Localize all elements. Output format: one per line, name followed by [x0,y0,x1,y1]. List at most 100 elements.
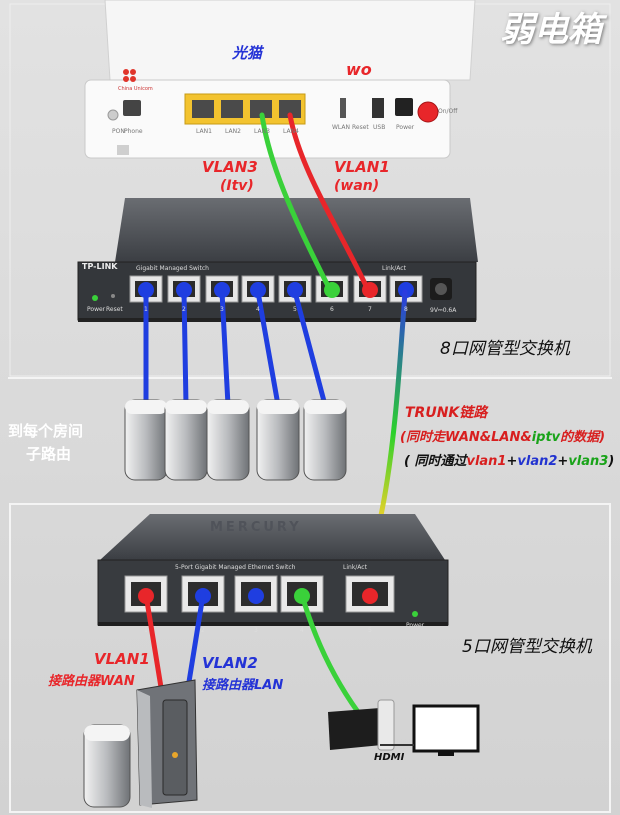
lan3-label: LAN3 [254,128,270,135]
vlan3-label: VLAN3 [202,158,258,176]
modem-brand: China Unicom [118,86,153,92]
modem-lan1-port[interactable] [192,100,214,118]
iptv-box [328,699,395,751]
trunk-line3: ( 同时通过vlan1+vlan2+vlan3) [404,450,614,469]
trunk-amp2: & [520,430,532,445]
switch8-port-number: 2 [182,306,186,313]
switch8-port-number: 3 [220,306,224,313]
tv [412,704,480,756]
switch5-port-number: 1 [144,627,148,634]
cable-vlan3-green [259,112,333,293]
trunk-amp1: & [479,430,492,445]
section-divider [8,377,612,379]
modem-lan2-port[interactable] [221,100,243,118]
switch5-port-number: 2 [201,627,205,634]
switch5-brand: MERCURY [210,520,302,535]
wlan-label: WLAN [332,124,351,131]
vlan1-wan-label: (wan) [334,178,380,194]
room-routers [124,399,347,481]
phone-label: Phone [124,128,143,135]
modem-lan4-port[interactable] [279,100,301,118]
onoff-label: On/Off [438,108,458,115]
switch8-port-number: 4 [256,306,260,313]
modem-logo: wo [346,60,372,79]
usb-port[interactable] [372,98,384,118]
trunk-wan: WAN [444,430,480,445]
switch8-port-number: 5 [293,306,297,313]
trunk-line2-post: 的数据) [560,430,606,445]
mesh-node [83,724,131,808]
switch8-brand: TP-LINK [82,262,118,271]
room-router-3 [206,399,250,481]
remote-control [377,699,395,751]
rooms-line1: 到每个房间 [8,422,84,440]
bottom-frame [9,503,611,813]
trunk-line3-post: ) [608,454,615,469]
trunk-iptv: iptv [531,430,561,445]
lan4-label: LAN4 [283,128,299,135]
switch5-caption: 5口网管型交换机 [462,637,592,657]
room-router-4 [256,399,300,481]
reset-label: Reset [352,124,369,131]
vlan1-label: VLAN1 [334,158,390,176]
switch8-power-label: Power [87,306,106,313]
power-button[interactable] [417,101,439,123]
modem-lan3-port[interactable] [250,100,272,118]
room-router-2 [164,399,208,481]
switch8-port-number: 1 [144,306,148,313]
switch5-port-number: 5 [368,627,372,634]
room-router-1 [124,399,168,481]
switch5-linkact: Link/Act [343,564,367,571]
pon-label: PON [112,128,125,135]
trunk-line2-pre: (同时走 [400,430,445,445]
room-router-5 [303,399,347,481]
switch5-port-3[interactable] [234,575,278,613]
bottom-vlan1-sub: 接路由器WAN [48,674,135,689]
phone-port[interactable] [123,100,141,116]
lan2-label: LAN2 [225,128,241,135]
switch8-model: Gigabit Managed Switch [136,265,209,272]
trunk-title: TRUNK链路 [405,405,488,421]
switch8-reset-label: Reset [106,306,123,313]
trunk-plus1: + [506,454,518,469]
trunk-plus2: + [557,454,569,469]
modem-title: 光猫 [232,44,263,62]
usb-label: USB [373,124,386,131]
bottom-vlan2-sub: 接路由器LAN [202,678,284,693]
trunk-line3-pre: ( 同时通过 [404,454,467,469]
switch8-dc-label: 9V⎓0.6A [430,307,457,314]
switch5-model: 5-Port Gigabit Managed Ethernet Switch [175,564,296,571]
optical-modem [84,0,476,159]
cables-to-rooms [143,289,328,408]
power-jack[interactable] [395,98,413,116]
switch8-port-number: 7 [368,306,372,313]
switch8-port-4[interactable] [241,275,275,303]
switch-5-ports [124,575,395,613]
main-router [136,679,198,808]
trunk-vlan3: vlan3 [568,454,609,469]
rooms-line2: 子路由 [26,445,72,463]
trunk-vlan1: vlan1 [466,454,507,469]
trunk-line2: (同时走WAN&LAN&iptv的数据) [400,426,605,445]
cable-iptv-box [299,592,361,715]
switch8-linkact: Link/Act [382,265,406,272]
switch-8port [77,198,478,322]
trunk-vlan2: vlan2 [517,454,558,469]
switch8-caption: 8口网管型交换机 [440,339,570,359]
lan1-label: LAN1 [196,128,212,135]
switch5-port-number: 3 [254,627,258,634]
switch5-port-5[interactable] [345,575,395,613]
power-label: Power [396,124,415,131]
trunk-lan: LAN [491,430,521,445]
bottom-vlan1-label: VLAN1 [94,650,150,668]
switch8-port-number: 8 [404,306,408,313]
switch5-port-number: 4 [300,627,304,634]
bottom-vlan2-label: VLAN2 [202,654,258,672]
hdmi-label: HDMI [374,752,405,763]
page-title: 弱电箱 [500,10,602,50]
switch8-port-number: 6 [330,306,334,313]
switch5-power-label: Power [406,622,425,629]
cable-vlan1-red [287,112,371,293]
